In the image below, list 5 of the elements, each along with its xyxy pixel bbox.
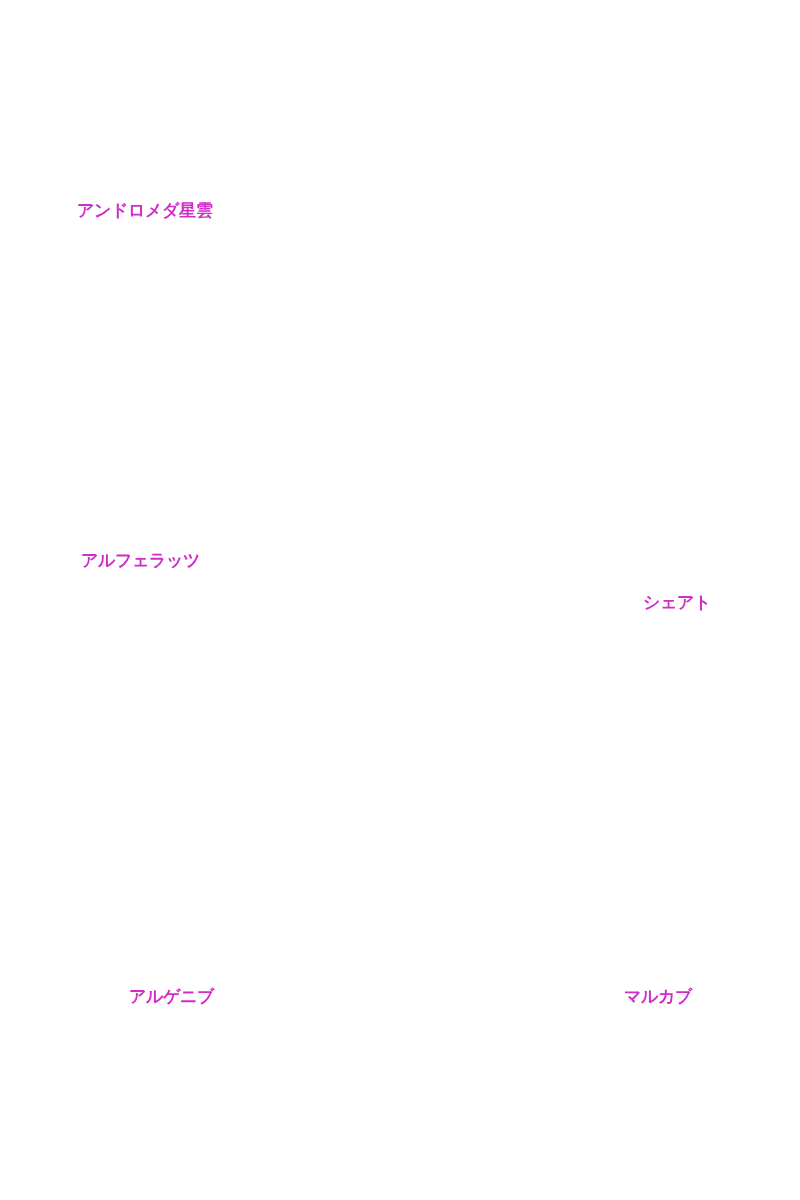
star-name-label: シェアト bbox=[643, 592, 711, 613]
star-name-label: アンドロメダ星雲 bbox=[77, 200, 213, 221]
star-name-label: マルカブ bbox=[624, 986, 692, 1007]
star-name-label: アルフェラッツ bbox=[81, 550, 200, 571]
star-name-label: アルゲニブ bbox=[129, 986, 214, 1007]
